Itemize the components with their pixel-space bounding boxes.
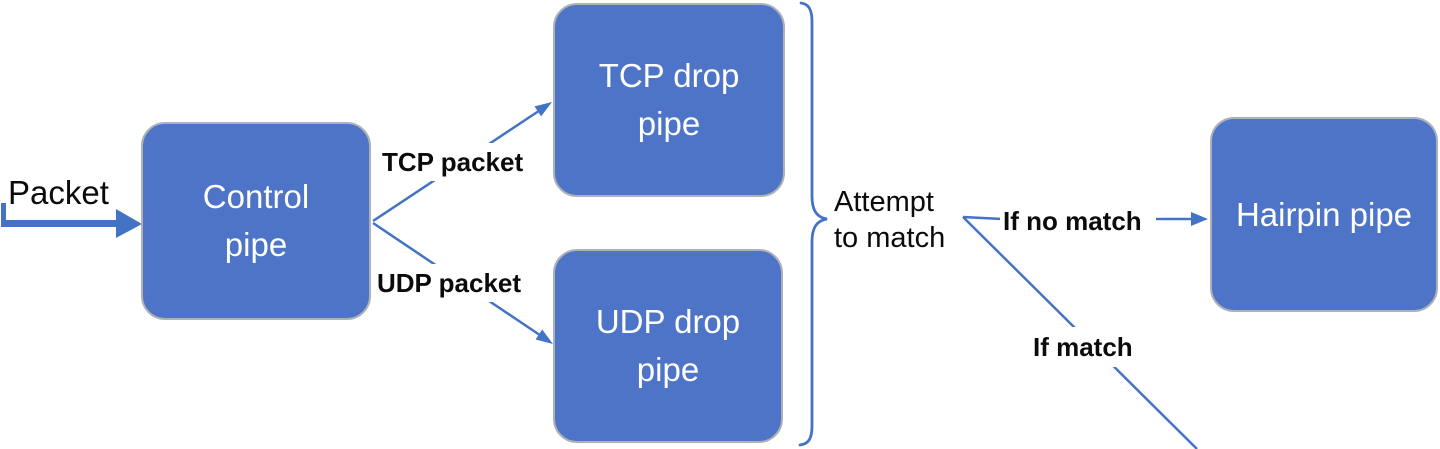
node-label-line: pipe bbox=[637, 105, 701, 142]
node-tcp-drop-pipe: TCP drop pipe bbox=[553, 3, 785, 197]
node-label-line: pipe bbox=[636, 351, 700, 388]
node-hairpin-pipe: Hairpin pipe bbox=[1210, 117, 1438, 312]
curly-brace bbox=[798, 1, 828, 447]
udp-arrowhead-icon bbox=[535, 329, 553, 344]
attempt-to-match-label: Attempt to match bbox=[834, 184, 945, 256]
tcp-arrowhead-icon bbox=[534, 102, 552, 117]
node-label-line: UDP drop bbox=[595, 303, 741, 340]
node-label-line: Control bbox=[202, 178, 310, 215]
if-no-match-arrowhead-icon bbox=[1191, 212, 1208, 226]
if-no-match-label: If no match bbox=[1000, 203, 1145, 239]
tcp-packet-label: TCP packet bbox=[377, 143, 529, 181]
node-label-line: pipe bbox=[224, 226, 288, 263]
node-label-line: Hairpin pipe bbox=[1235, 195, 1413, 233]
if-no-match-line-left bbox=[962, 215, 1003, 221]
attempt-label-line1: Attempt bbox=[834, 186, 934, 218]
udp-packet-label: UDP packet bbox=[372, 264, 527, 302]
attempt-label-line2: to match bbox=[834, 222, 946, 254]
node-udp-drop-pipe: UDP drop pipe bbox=[553, 249, 783, 443]
if-match-label: If match bbox=[1026, 327, 1140, 367]
node-label-line: TCP drop bbox=[598, 57, 740, 94]
packet-label: Packet bbox=[8, 174, 109, 211]
node-control-pipe: Control pipe bbox=[141, 122, 371, 320]
packet-arrowhead-icon bbox=[116, 209, 142, 238]
